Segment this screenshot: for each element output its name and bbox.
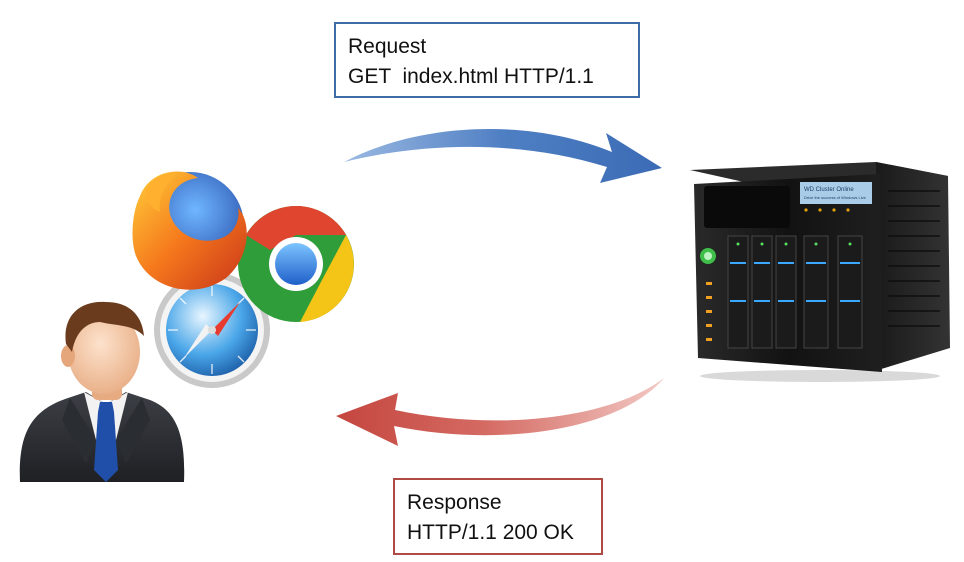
response-label-box: Response HTTP/1.1 200 OK <box>393 478 603 555</box>
server-screen-subtitle: Drive the success of Windows Live <box>804 195 867 200</box>
server-icon: WD Cluster Online Drive the success of W… <box>690 162 950 382</box>
request-label-box: Request GET index.html HTTP/1.1 <box>334 22 640 98</box>
safari-icon <box>154 272 270 388</box>
request-arrow <box>344 129 662 183</box>
response-line: HTTP/1.1 200 OK <box>407 521 574 544</box>
user-icon <box>19 301 185 482</box>
response-arrow <box>336 378 664 446</box>
server-screen-title: WD Cluster Online <box>804 187 854 193</box>
response-title: Response <box>407 491 502 514</box>
chrome-icon <box>238 206 354 322</box>
firefox-icon <box>132 171 247 290</box>
request-line: GET index.html HTTP/1.1 <box>348 65 594 88</box>
request-title: Request <box>348 35 427 58</box>
drive-bays <box>727 235 863 349</box>
